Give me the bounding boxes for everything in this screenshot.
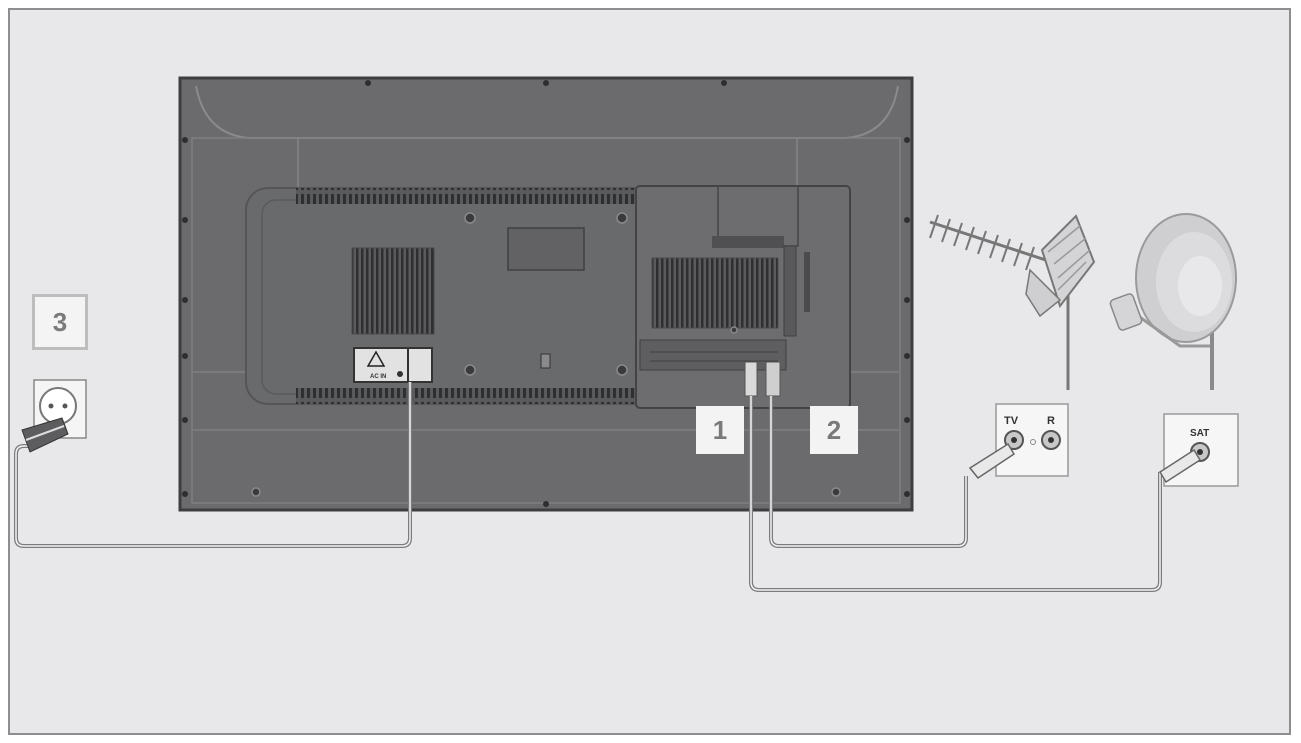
callout-2-text: 2 (826, 414, 842, 445)
sat-jack-label: SAT (1190, 428, 1209, 439)
callout-1: 1 (696, 406, 744, 454)
terrestrial-antenna-icon (929, 214, 1096, 390)
antenna-wall-plate: TV R (968, 403, 1069, 480)
tv-jack-label: TV (1004, 415, 1019, 427)
callout-3-text: 3 (52, 306, 68, 337)
callout-1-text: 1 (712, 414, 728, 445)
ac-in-label: AC IN (370, 374, 386, 380)
radio-jack-label: R (1047, 415, 1055, 427)
callout-3: 3 (32, 294, 88, 350)
wall-power-socket (21, 379, 87, 453)
kensington-slot (540, 353, 551, 369)
satellite-dish-icon (1109, 213, 1237, 390)
satellite-wall-plate: SAT (1158, 413, 1239, 487)
satellite-plug (744, 361, 758, 397)
ac-input-socket: AC IN (353, 347, 433, 383)
tv-back-panel: AC IN (178, 76, 914, 512)
antenna-plug (765, 361, 781, 397)
callout-2: 2 (810, 406, 858, 454)
